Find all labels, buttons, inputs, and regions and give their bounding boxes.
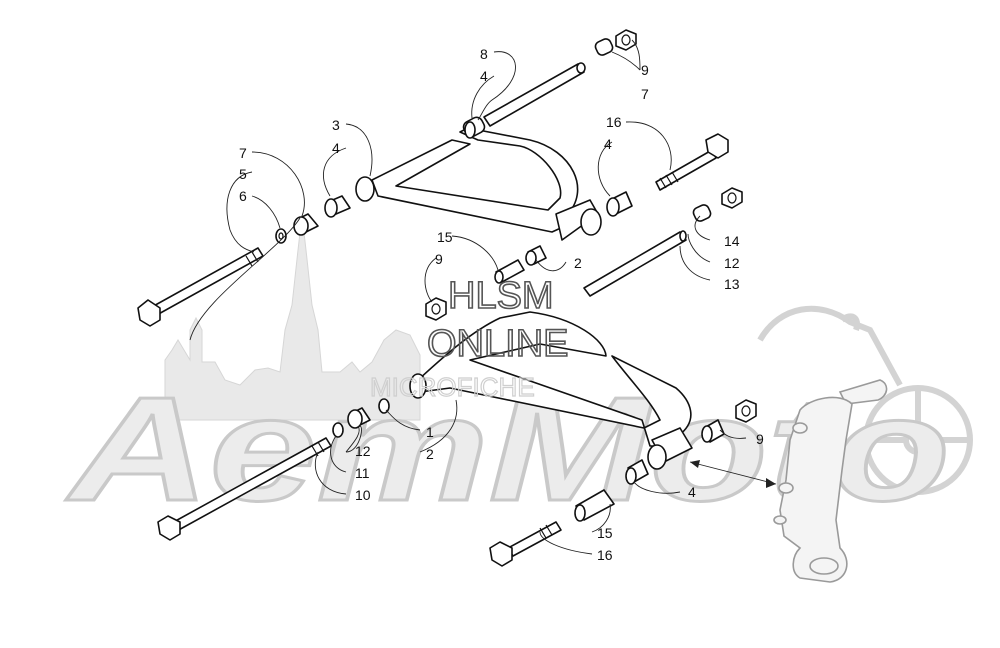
upper-right-bushing <box>606 191 633 217</box>
upper-right-bolt <box>655 133 729 191</box>
callout-14: 14 <box>724 233 740 249</box>
washer-6-hole <box>278 232 284 240</box>
callout-12: 12 <box>355 443 371 459</box>
upper-left-bolt <box>137 247 264 327</box>
callout-3: 3 <box>332 117 340 133</box>
middle-nut-9 <box>425 297 447 321</box>
callout-9: 9 <box>756 431 764 447</box>
upper-bushing <box>462 116 486 139</box>
middle-sleeve-2 <box>525 245 547 266</box>
callout-10: 10 <box>355 487 371 503</box>
callout-15: 15 <box>437 229 453 245</box>
lower-bolt-16 <box>489 521 562 567</box>
callout-15: 15 <box>597 525 613 541</box>
callout-16: 16 <box>606 114 622 130</box>
lower-right-nut-9 <box>735 399 757 423</box>
callout-7: 7 <box>641 86 649 102</box>
callout-4: 4 <box>604 136 612 152</box>
callout-6: 6 <box>239 188 247 204</box>
hlsm-watermark: HLSM ONLINE MICROFICHE <box>369 274 569 402</box>
upper-left-cap <box>293 213 319 236</box>
callout-1: 1 <box>426 424 434 440</box>
lower-left-cap-12 <box>347 407 371 429</box>
upper-cap-and-nut <box>594 29 637 56</box>
callout-12: 12 <box>724 255 740 271</box>
spindle-knuckle <box>773 379 888 583</box>
callout-13: 13 <box>724 276 740 292</box>
callout-4: 4 <box>332 140 340 156</box>
lower-sleeve-15 <box>574 489 615 522</box>
lower-right-shaft <box>583 230 687 297</box>
callout-7: 7 <box>239 145 247 161</box>
lower-left-bushing <box>378 398 390 414</box>
lower-a-arm <box>409 311 693 470</box>
lower-arm-bushing <box>625 459 649 485</box>
callout-2: 2 <box>574 255 582 271</box>
callout-2: 2 <box>426 446 434 462</box>
callout-4: 4 <box>480 68 488 84</box>
watermark-line-1: HLSM <box>448 275 554 317</box>
callout-4: 4 <box>688 484 696 500</box>
motorcycle-watermark <box>757 305 973 495</box>
middle-bushing-15 <box>494 259 525 284</box>
upper-shaft <box>483 62 586 127</box>
callout-11: 11 <box>355 465 370 481</box>
leader-lines <box>189 39 747 555</box>
lower-right-bushing <box>701 419 725 443</box>
watermark-line-3: MICROFICHE <box>370 372 535 402</box>
upper-a-arm <box>355 127 602 241</box>
washer-6 <box>275 228 287 244</box>
callout-16: 16 <box>597 547 613 563</box>
assembly-arrow <box>689 460 777 488</box>
callout-numbers: 8 4 9 7 3 4 16 4 7 5 6 15 9 2 14 12 13 1… <box>239 46 764 563</box>
callout-5: 5 <box>239 166 247 182</box>
watermark-line-2: ONLINE <box>427 323 568 365</box>
washer-11 <box>332 422 344 438</box>
callout-8: 8 <box>480 46 488 62</box>
callout-9: 9 <box>641 62 649 78</box>
lower-right-cap-and-nut <box>692 187 743 222</box>
cathedral-watermark <box>164 214 421 421</box>
upper-left-bushing <box>324 195 351 218</box>
callout-9: 9 <box>435 251 443 267</box>
